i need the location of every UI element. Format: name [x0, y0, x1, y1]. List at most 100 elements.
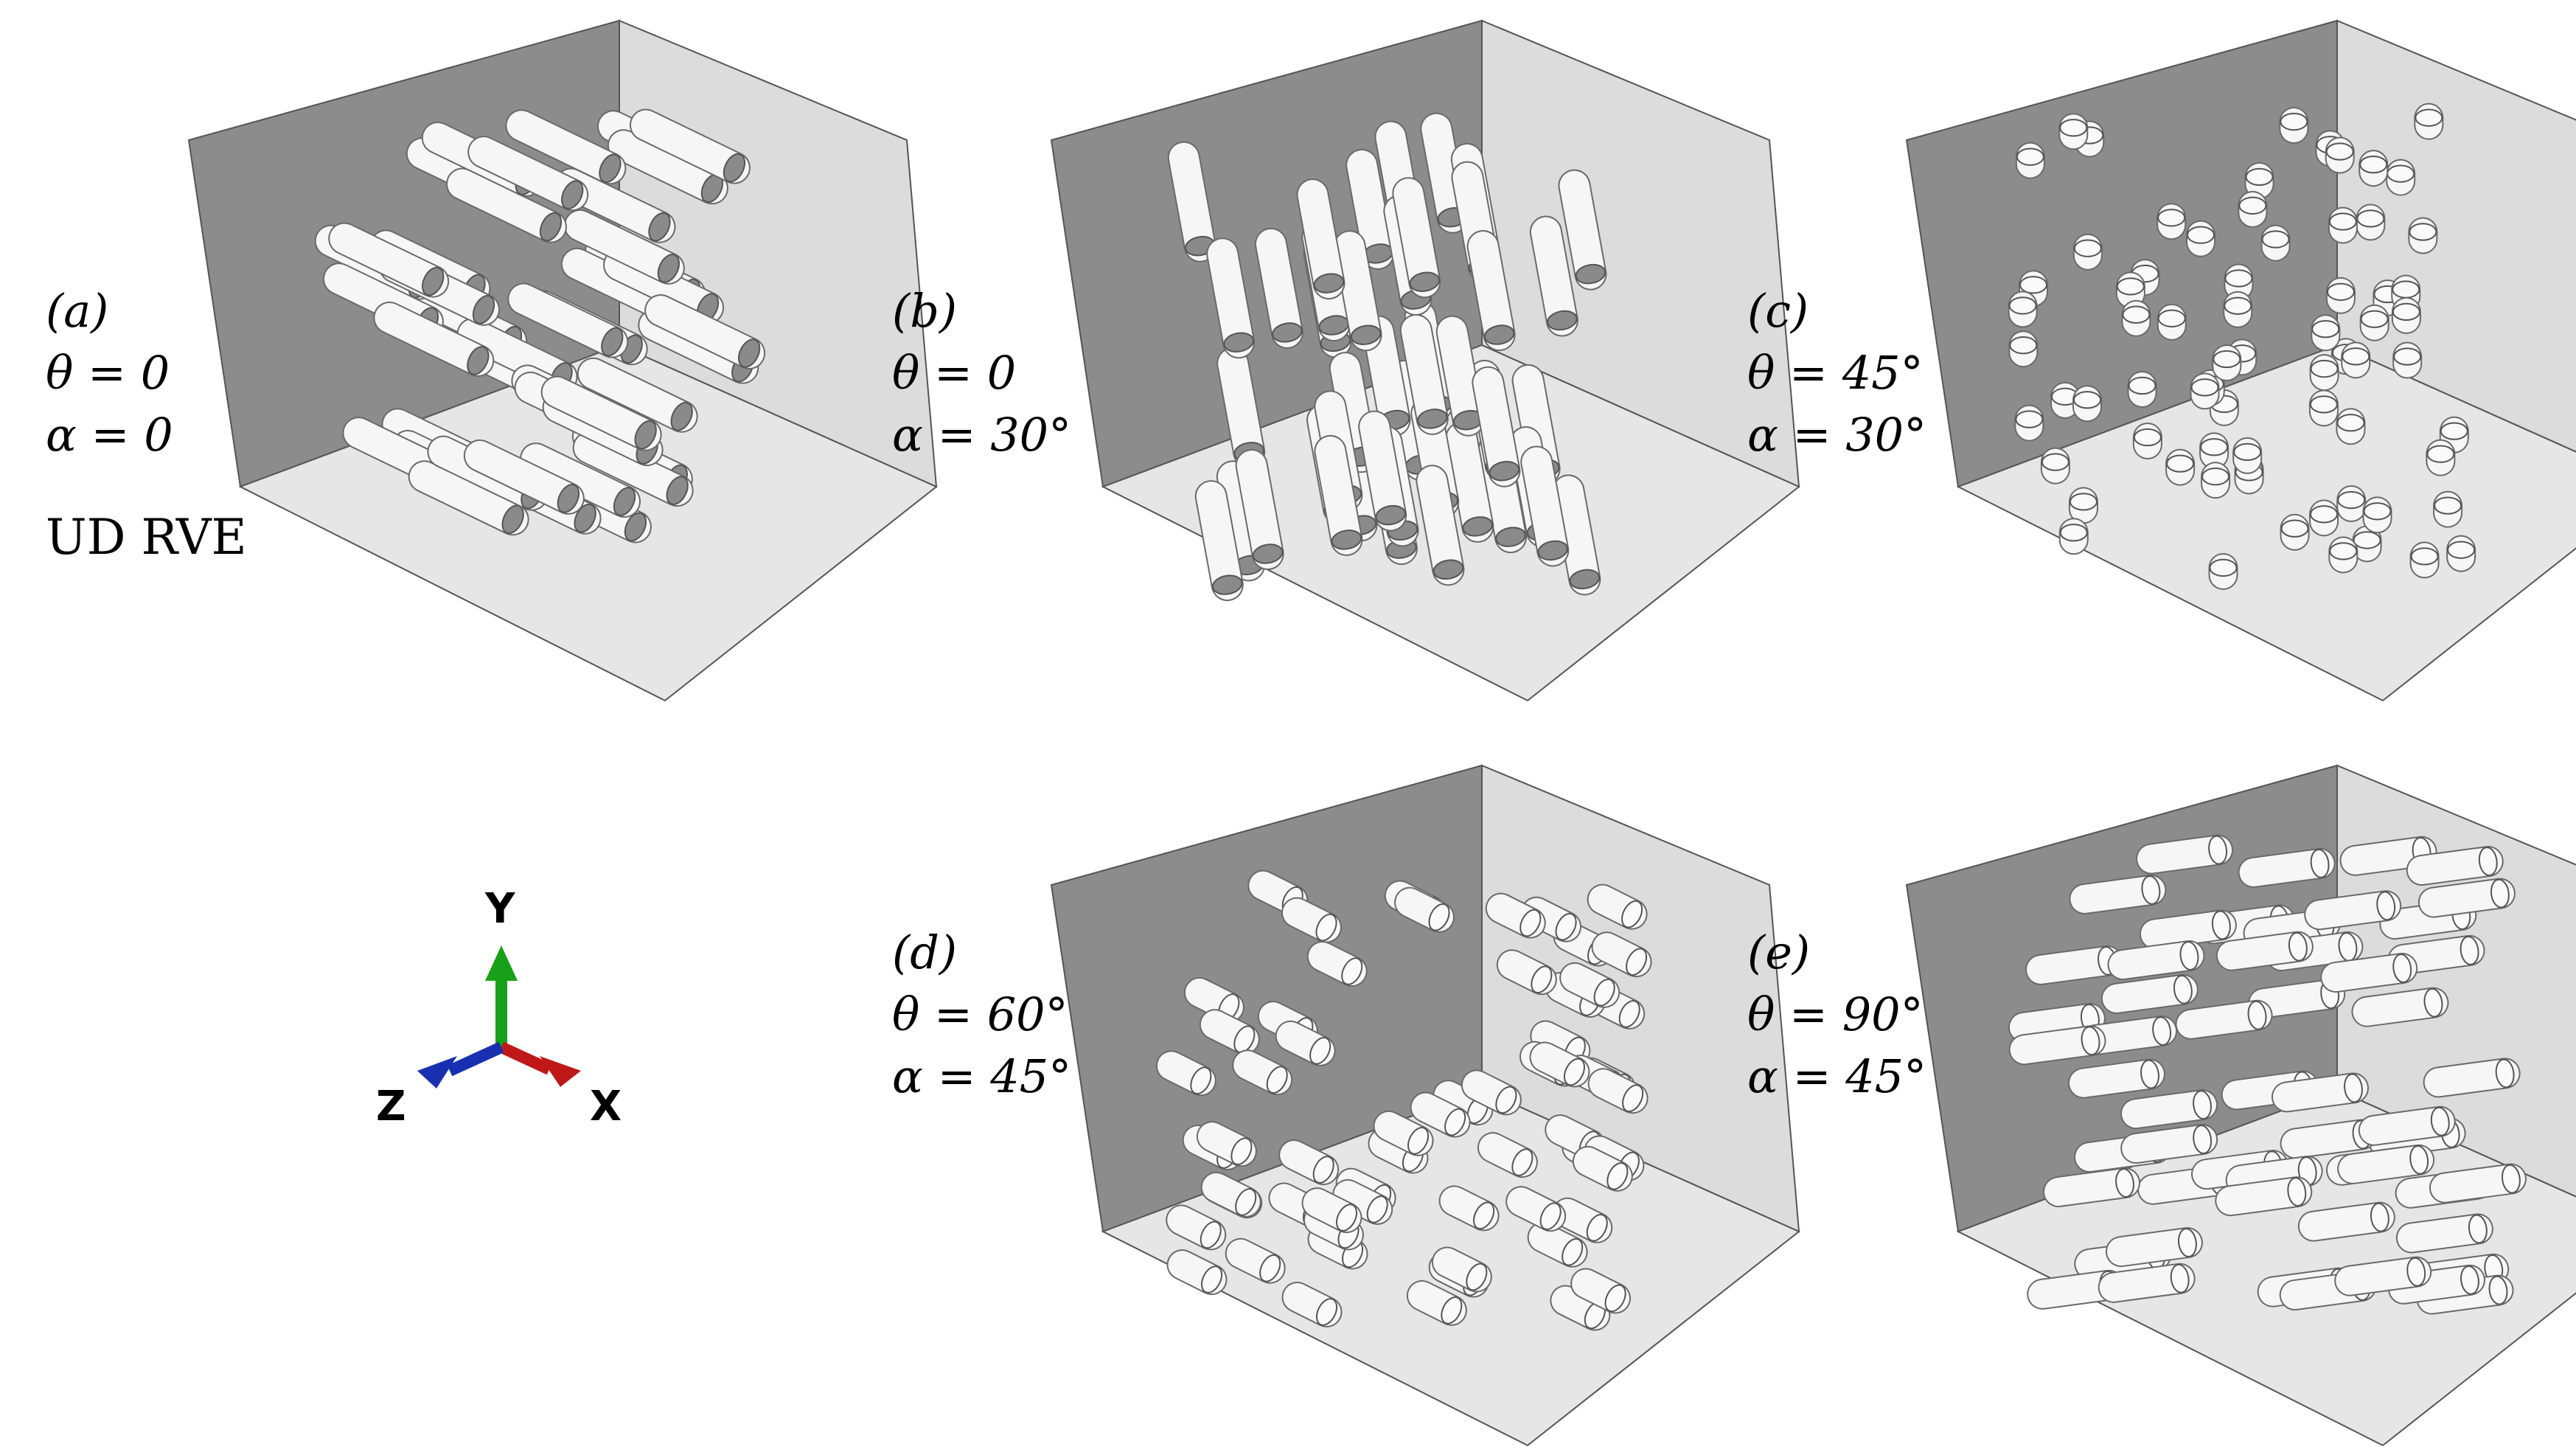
fiber — [2208, 552, 2238, 590]
fiber-end — [1230, 1137, 1253, 1165]
fiber — [2373, 279, 2403, 316]
fiber-end — [723, 153, 746, 183]
fiber-end — [2287, 1177, 2307, 1207]
fiber — [2068, 1058, 2166, 1099]
fiber — [1399, 313, 1449, 435]
fiber-end — [1586, 1214, 1608, 1242]
fiber-end — [1606, 1162, 1629, 1190]
panel-c-label: (c) θ = 45° α = 30° — [1747, 280, 1926, 466]
fiber-body — [578, 358, 697, 431]
fiber-body — [1169, 142, 1215, 261]
fiber — [408, 460, 529, 536]
fiber — [2351, 987, 2449, 1027]
fiber — [2309, 354, 2339, 392]
fiber — [577, 357, 698, 433]
fiber-body — [646, 295, 765, 368]
fiber — [2417, 878, 2516, 918]
fiber-body — [1196, 482, 1242, 600]
fiber — [1166, 1204, 1227, 1251]
fiber — [2423, 1058, 2521, 1098]
fiber — [1445, 421, 1494, 543]
fiber-body — [2281, 1120, 2376, 1158]
fiber — [2139, 909, 2237, 950]
fiber-end — [2495, 1058, 2515, 1088]
fiber — [2356, 204, 2386, 241]
fiber-body — [1401, 315, 1447, 434]
fiber-end — [574, 503, 596, 533]
fiber-end — [599, 153, 622, 184]
fiber — [2043, 1167, 2141, 1208]
fiber — [2100, 973, 2199, 1014]
fiber-body — [2407, 847, 2502, 885]
fiber-end — [2059, 524, 2088, 542]
fiber-end — [2238, 196, 2267, 215]
fiber-end — [2073, 391, 2102, 409]
fiber-body — [1217, 462, 1264, 580]
fiber-end — [2430, 1106, 2450, 1136]
fiber-body — [2140, 911, 2235, 948]
fiber — [2238, 190, 2268, 228]
panel-e-theta: θ = 90° — [1747, 987, 1924, 1041]
fiber-end — [2224, 296, 2252, 315]
fiber-end — [2245, 167, 2274, 187]
fiber — [1358, 410, 1407, 532]
fiber — [1410, 1091, 1471, 1138]
fiber-end — [2488, 1275, 2508, 1305]
fiber-end — [2393, 347, 2422, 366]
fiber — [2446, 535, 2476, 572]
panel-e-letter: (e) — [1747, 926, 1811, 979]
fiber — [1332, 1178, 1393, 1225]
fiber-end — [2406, 1257, 2426, 1287]
fiber-end — [1622, 1084, 1644, 1113]
fiber — [2107, 940, 2205, 981]
fiber-end — [2423, 987, 2443, 1018]
fiber-end — [2426, 445, 2455, 463]
fiber — [1461, 1069, 1522, 1116]
fiber-end — [422, 266, 445, 296]
fiber-end — [2329, 542, 2358, 560]
fiber-end — [1547, 310, 1578, 331]
fiber-end — [2353, 531, 2381, 549]
fiber — [2156, 203, 2187, 240]
fiber — [1529, 215, 1578, 337]
fiber-body — [1256, 229, 1302, 347]
fiber-body — [605, 250, 723, 323]
fiber — [2359, 304, 2389, 341]
panel-a-label: (a) θ = 0 α = 0 — [46, 280, 173, 466]
fiber-body — [2106, 1229, 2201, 1266]
panel-d-alpha: α = 45° — [892, 1049, 1072, 1103]
fiber-end — [2115, 1168, 2134, 1198]
fiber-end — [2213, 350, 2241, 369]
fiber-body — [2272, 1074, 2367, 1111]
fiber-end — [2310, 505, 2339, 524]
fiber-end — [2173, 974, 2193, 1004]
fiber-body — [2359, 1107, 2454, 1145]
fiber-end — [670, 401, 693, 431]
fiber-body — [2239, 849, 2334, 886]
fiber-end — [2326, 282, 2355, 301]
x-axis-shaft — [498, 1041, 552, 1075]
fiber — [2225, 1156, 2323, 1196]
fiber-body — [1330, 353, 1376, 472]
fiber — [2068, 487, 2098, 524]
fiber — [1373, 1110, 1434, 1156]
fiber-end — [1200, 1220, 1222, 1249]
fiber — [445, 167, 567, 243]
z-axis-label: Z — [376, 1083, 406, 1131]
fiber — [1368, 1128, 1429, 1174]
fiber-body — [1208, 239, 1254, 358]
fiber — [520, 442, 641, 518]
fiber — [1558, 169, 1607, 291]
fiber — [2391, 274, 2421, 312]
fiber — [2238, 847, 2336, 888]
y-axis-label: Y — [485, 885, 515, 933]
fiber-end — [1562, 1237, 1584, 1266]
floor — [1956, 344, 2576, 702]
fiber — [467, 136, 589, 212]
fiber-body — [1468, 232, 1514, 350]
fiber — [1587, 883, 1648, 930]
fiber-body — [2081, 1017, 2176, 1055]
fiber — [540, 375, 662, 451]
fiber — [1472, 366, 1521, 487]
fiber — [1333, 230, 1382, 352]
